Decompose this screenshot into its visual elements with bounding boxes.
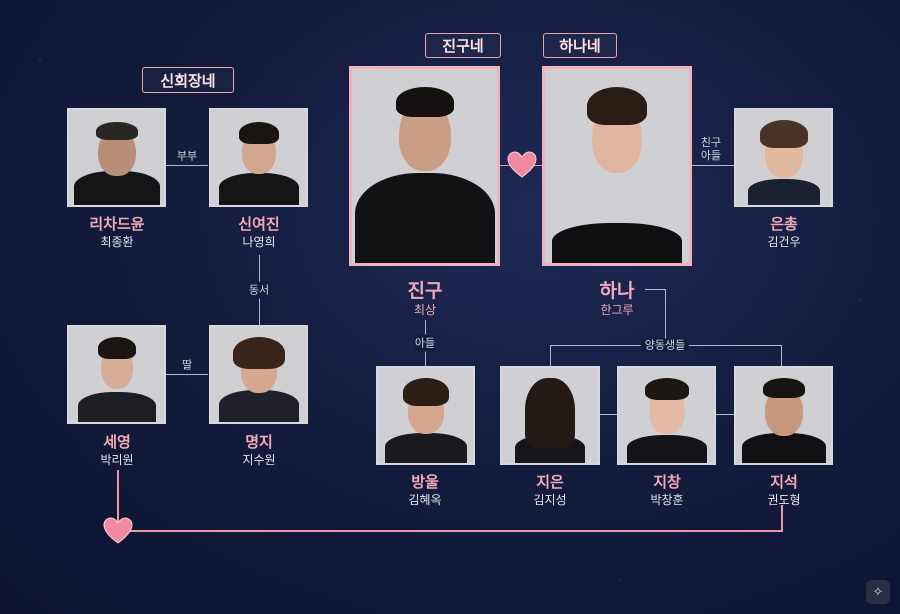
actor-name: 김혜옥 (408, 493, 442, 507)
character-name: 지은 (536, 473, 564, 491)
portrait-body (218, 173, 299, 205)
portrait-body (552, 223, 682, 263)
portrait-hair (95, 122, 138, 140)
character-name: 진구 (407, 280, 443, 302)
portrait-body (218, 390, 299, 422)
character-name: 신여진 (238, 215, 280, 233)
relation-son-label: 아들 (414, 334, 436, 352)
portrait-hair (525, 378, 575, 448)
connector-hana-down (665, 289, 666, 345)
relation-couple-label: 부부 (176, 149, 198, 163)
actor-name: 한그루 (600, 303, 634, 317)
portrait-body (626, 435, 707, 463)
portrait-eunchong (734, 108, 833, 207)
portrait-jieun (500, 366, 600, 465)
connector-jichang-jiseok (716, 414, 734, 415)
character-name: 지창 (653, 473, 681, 491)
relation-son-line: 아들 (700, 149, 722, 162)
romance-line-vertical (117, 470, 119, 522)
character-name: 지석 (770, 473, 798, 491)
relation-friend-line: 친구 (700, 136, 722, 149)
actor-name: 지수원 (242, 453, 276, 467)
connector-jieun-jichang (600, 414, 617, 415)
actor-name: 권도형 (767, 493, 801, 507)
group-label-text: 하나네 (559, 37, 601, 55)
connector-hana-stub (645, 289, 665, 290)
portrait-body (741, 433, 826, 463)
character-name: 리차드윤 (89, 215, 145, 233)
portrait-body (747, 179, 820, 205)
portrait-hair (587, 87, 647, 125)
actor-name: 최상 (413, 303, 437, 317)
relation-daughter-label: 딸 (181, 358, 193, 372)
portrait-myungji (209, 325, 308, 424)
portrait-hair (395, 87, 454, 117)
portrait-jingu (349, 66, 500, 266)
portrait-jiseok (734, 366, 833, 465)
connector-sibling-jieun (550, 345, 551, 366)
actor-name: 박창훈 (650, 493, 684, 507)
connector-couple (166, 165, 208, 166)
portrait-seyoung (67, 325, 166, 424)
portrait-hair (232, 337, 285, 369)
portrait-bangul (376, 366, 475, 465)
heart-icon (507, 151, 537, 178)
character-name: 세영 (103, 433, 131, 451)
character-name: 하나 (599, 280, 635, 302)
portrait-body (384, 433, 467, 463)
connector-sibling-jiseok (781, 345, 782, 366)
portrait-hair (97, 337, 136, 359)
portrait-hair (238, 122, 279, 144)
actor-name: 김건우 (767, 235, 801, 249)
portrait-body (73, 171, 160, 205)
portrait-yeojin (209, 108, 308, 207)
connector-hana-son (688, 165, 734, 166)
character-name: 명지 (245, 433, 273, 451)
actor-name: 김지성 (533, 493, 567, 507)
portrait-body (354, 173, 495, 263)
actor-name: 박리원 (100, 453, 134, 467)
group-label-shinhoejang: 신회장네 (142, 67, 234, 93)
connector-daughter (166, 374, 208, 375)
portrait-hair (759, 120, 808, 148)
portrait-hair (644, 378, 689, 400)
portrait-richard (67, 108, 166, 207)
relation-adopted-siblings-label: 양동생들 (640, 338, 690, 352)
relation-son-in-law-label: 동서 (248, 281, 270, 299)
heart-icon (103, 517, 133, 544)
actor-name: 최종환 (100, 235, 134, 249)
actor-name: 나영희 (242, 235, 276, 249)
portrait-jichang (617, 366, 716, 465)
group-label-text: 진구네 (442, 37, 484, 55)
portrait-body (77, 392, 156, 422)
portrait-hair (402, 378, 449, 406)
portrait-hana (542, 66, 692, 266)
romance-line-up (781, 505, 783, 532)
group-label-jingu: 진구네 (425, 33, 501, 58)
group-label-text: 신회장네 (160, 71, 216, 90)
character-name: 은총 (770, 215, 798, 233)
romance-line-horizontal (128, 530, 782, 532)
portrait-hair (762, 378, 805, 398)
magic-wand-icon[interactable]: ✧ (866, 580, 890, 604)
character-name: 방울 (411, 473, 439, 491)
group-label-hana: 하나네 (543, 33, 617, 58)
